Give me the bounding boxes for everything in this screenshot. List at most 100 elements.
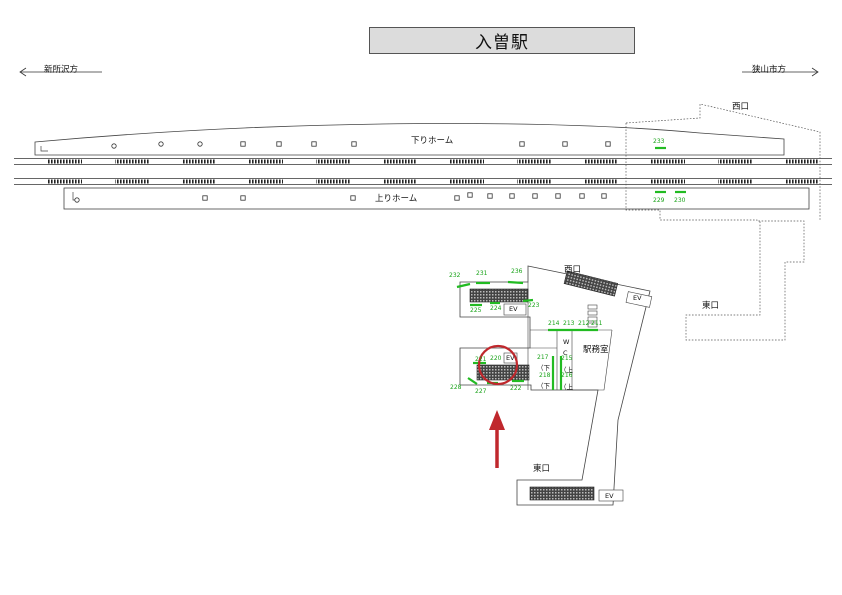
track-sleeper xyxy=(785,179,819,184)
stairs-upper xyxy=(469,288,529,303)
platform-pillar xyxy=(240,141,246,147)
platform-pillar xyxy=(276,141,282,147)
platform-pillar xyxy=(197,141,203,147)
concourse-number: 232 xyxy=(449,272,461,279)
concourse-number: 228 xyxy=(450,384,462,391)
east-exit-label-lower[interactable]: 東口 xyxy=(533,464,551,474)
track-sleeper xyxy=(182,159,216,164)
platform-pillar xyxy=(111,143,117,149)
platform-number: 229 xyxy=(653,197,665,204)
concourse-number: 218 xyxy=(539,372,551,379)
track-sleeper xyxy=(517,159,551,164)
concourse-number: 217 xyxy=(537,354,549,361)
track-sleeper xyxy=(48,159,82,164)
track-sleeper xyxy=(785,159,819,164)
platform-pillar xyxy=(562,141,568,147)
track-sleeper xyxy=(182,179,216,184)
concourse-number: 220 xyxy=(490,355,502,362)
direction-left-label: 新所沢方 xyxy=(44,65,79,75)
direction-left-arrow xyxy=(19,67,102,77)
highlight-arrow xyxy=(489,410,505,468)
platform-pillar xyxy=(487,193,493,199)
concourse-number: 216 xyxy=(561,372,573,379)
concourse-number: 215 xyxy=(561,355,573,362)
platform-pillars xyxy=(74,141,611,203)
platform-pillar xyxy=(605,141,611,147)
west-exit-label-top[interactable]: 西口 xyxy=(732,102,750,112)
ev-label-lower: EV xyxy=(506,354,515,362)
down-platform xyxy=(34,123,785,156)
platform-pillar xyxy=(158,141,164,147)
track-sleeper xyxy=(651,159,685,164)
direction-mark: （下 xyxy=(537,382,550,390)
station-title: 入曽駅 xyxy=(369,27,635,54)
track-up xyxy=(14,178,832,185)
direction-mark: （上 xyxy=(560,383,573,391)
concourse-number: 221 xyxy=(475,356,487,363)
concourse-number: 236 xyxy=(511,268,523,275)
direction-mark: （上 xyxy=(560,366,573,374)
concourse-number: 224 xyxy=(490,305,502,312)
concourse-number: 212 xyxy=(578,320,590,327)
wc-label: W C xyxy=(563,338,570,357)
up-platform xyxy=(63,187,810,210)
concourse-number: 213 xyxy=(563,320,575,327)
track-sleeper xyxy=(115,179,149,184)
platform-pillar xyxy=(351,141,357,147)
track-sleeper xyxy=(450,159,484,164)
platform-pillar xyxy=(454,195,460,201)
track-sleeper xyxy=(450,179,484,184)
concourse-number: 214 xyxy=(548,320,560,327)
ev-label-east: EV xyxy=(605,492,614,500)
ev-box-east xyxy=(598,489,624,502)
direction-right-label: 狭山市方 xyxy=(752,65,787,75)
concourse-number: 222 xyxy=(510,385,522,392)
track-sleeper xyxy=(383,159,417,164)
track-sleeper xyxy=(249,179,283,184)
platform-number: 233 xyxy=(653,138,665,145)
ev-label-upper: EV xyxy=(509,305,518,313)
track-sleeper xyxy=(584,179,618,184)
track-sleeper xyxy=(48,179,82,184)
ev-box-lower xyxy=(503,352,518,364)
platform-pillar xyxy=(311,141,317,147)
ev-label-west: EV xyxy=(633,294,642,302)
platform-pillar xyxy=(202,195,208,201)
track-sleeper xyxy=(718,159,752,164)
stairs-west xyxy=(563,270,619,297)
platform-pillar xyxy=(532,193,538,199)
down-platform-label: 下りホーム xyxy=(411,136,454,146)
station-office-label: 駅務室 xyxy=(583,345,609,355)
track-sleeper xyxy=(517,179,551,184)
concourse-number: 211 xyxy=(591,320,603,327)
concourse-number: 231 xyxy=(476,270,488,277)
ev-box-upper xyxy=(503,303,527,316)
direction-right-arrow xyxy=(742,67,819,77)
concourse-number: 223 xyxy=(528,302,540,309)
platform-pillar xyxy=(579,193,585,199)
track-sleeper xyxy=(383,179,417,184)
east-exit-label-top[interactable]: 東口 xyxy=(702,301,720,311)
platform-pillar xyxy=(74,197,80,203)
west-exit-label-concourse[interactable]: 西口 xyxy=(564,265,582,275)
track-sleeper xyxy=(718,179,752,184)
platform-pillar xyxy=(467,192,473,198)
ev-box-west xyxy=(625,291,653,308)
track-sleeper xyxy=(115,159,149,164)
concourse-number: 227 xyxy=(475,388,487,395)
stairs-east xyxy=(529,486,595,501)
platform-pillar xyxy=(509,193,515,199)
track-sleeper xyxy=(584,159,618,164)
platform-pillar xyxy=(555,193,561,199)
concourse-number: 225 xyxy=(470,307,482,314)
up-platform-label: 上りホーム xyxy=(375,194,418,204)
platform-pillar xyxy=(519,141,525,147)
track-sleeper xyxy=(316,179,350,184)
track-down xyxy=(14,158,832,165)
platform-number: 230 xyxy=(674,197,686,204)
direction-mark: （下 xyxy=(537,364,550,372)
platform-pillar xyxy=(240,195,246,201)
track-sleeper xyxy=(249,159,283,164)
track-sleeper xyxy=(651,179,685,184)
